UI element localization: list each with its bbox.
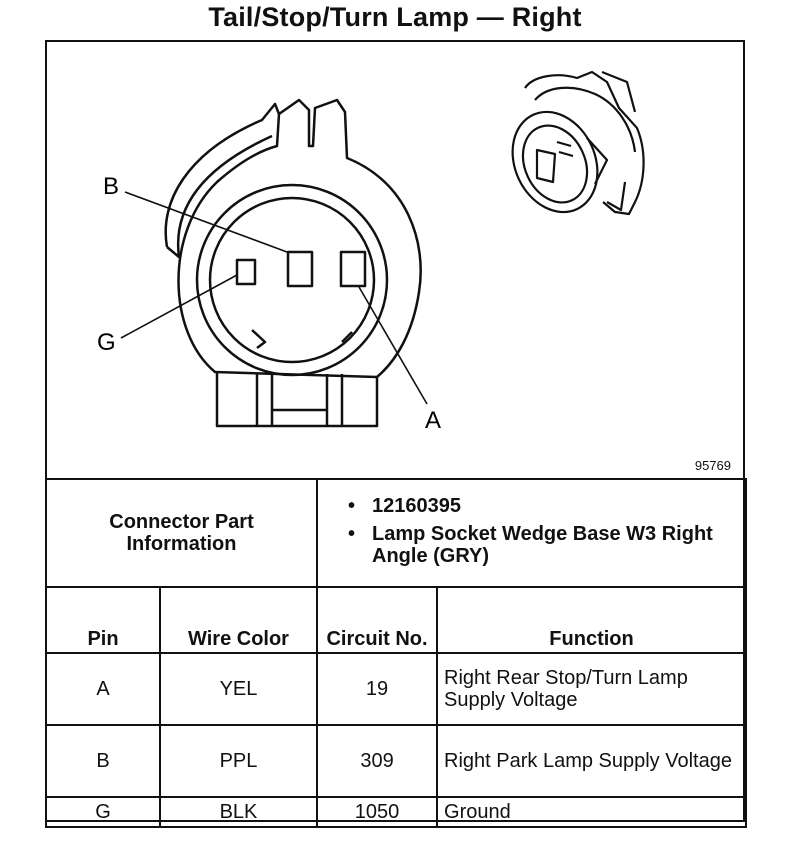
- leader-b: [124, 191, 288, 253]
- pin-label-a: A: [425, 407, 441, 434]
- header-function: Function: [436, 586, 748, 654]
- terminal-a: [339, 250, 367, 288]
- socket-ring-inner: [208, 196, 376, 364]
- header-circuit-no: Circuit No.: [316, 586, 439, 654]
- connector-part-number: 12160395: [348, 495, 739, 517]
- function-cell: Right Rear Stop/Turn Lamp Supply Voltage: [436, 652, 748, 726]
- leader-g: [120, 274, 238, 339]
- diagram-title: Tail/Stop/Turn Lamp — Right: [208, 2, 582, 32]
- connector-description: Lamp Socket Wedge Base W3 Right Angle (G…: [348, 523, 739, 567]
- header-wire-color: Wire Color: [158, 586, 319, 654]
- wire-color-cell: BLK: [158, 796, 319, 828]
- pin-cell: B: [45, 724, 161, 798]
- terminal-g: [235, 258, 257, 286]
- wire-color-cell: YEL: [158, 652, 319, 726]
- connector-iso-view: [511, 70, 645, 216]
- pin-label-b: B: [103, 173, 119, 200]
- connector-side-flap: [164, 102, 281, 248]
- connector-info-values: 12160395 Lamp Socket Wedge Base W3 Right…: [316, 478, 748, 588]
- pin-label-g: G: [97, 329, 116, 356]
- pin-cell: A: [45, 652, 161, 726]
- table-row: G BLK 1050 Ground: [45, 796, 748, 828]
- connector-bottom-block: [215, 372, 379, 428]
- leader-a: [358, 286, 428, 405]
- connector-info-label: Connector Part Information: [44, 478, 319, 588]
- figure-id: 95769: [694, 458, 731, 473]
- circuit-no-cell: 309: [316, 724, 439, 798]
- pinout-table: Connector Part Information 12160395 Lamp…: [44, 478, 748, 828]
- socket-ring-outer: [195, 183, 389, 377]
- function-cell: Right Park Lamp Supply Voltage: [436, 724, 748, 798]
- function-cell: Ground: [436, 796, 748, 828]
- circuit-no-cell: 19: [316, 652, 439, 726]
- wire-color-cell: PPL: [158, 724, 319, 798]
- connector-drawing: B G A: [97, 70, 645, 434]
- pin-cell: G: [45, 796, 161, 828]
- terminal-b: [286, 250, 314, 288]
- header-pin: Pin: [45, 586, 161, 654]
- table-row: B PPL 309 Right Park Lamp Supply Voltage: [45, 724, 748, 798]
- circuit-no-cell: 1050: [316, 796, 439, 828]
- connector-outer-shell: [177, 98, 422, 379]
- table-header-row: Pin Wire Color Circuit No. Function: [45, 586, 748, 654]
- table-row: A YEL 19 Right Rear Stop/Turn Lamp Suppl…: [45, 652, 748, 726]
- diagram-frame: B G A 95769 Connector Part Information 1…: [44, 40, 748, 828]
- connector-info-row: Connector Part Information 12160395 Lamp…: [44, 478, 748, 588]
